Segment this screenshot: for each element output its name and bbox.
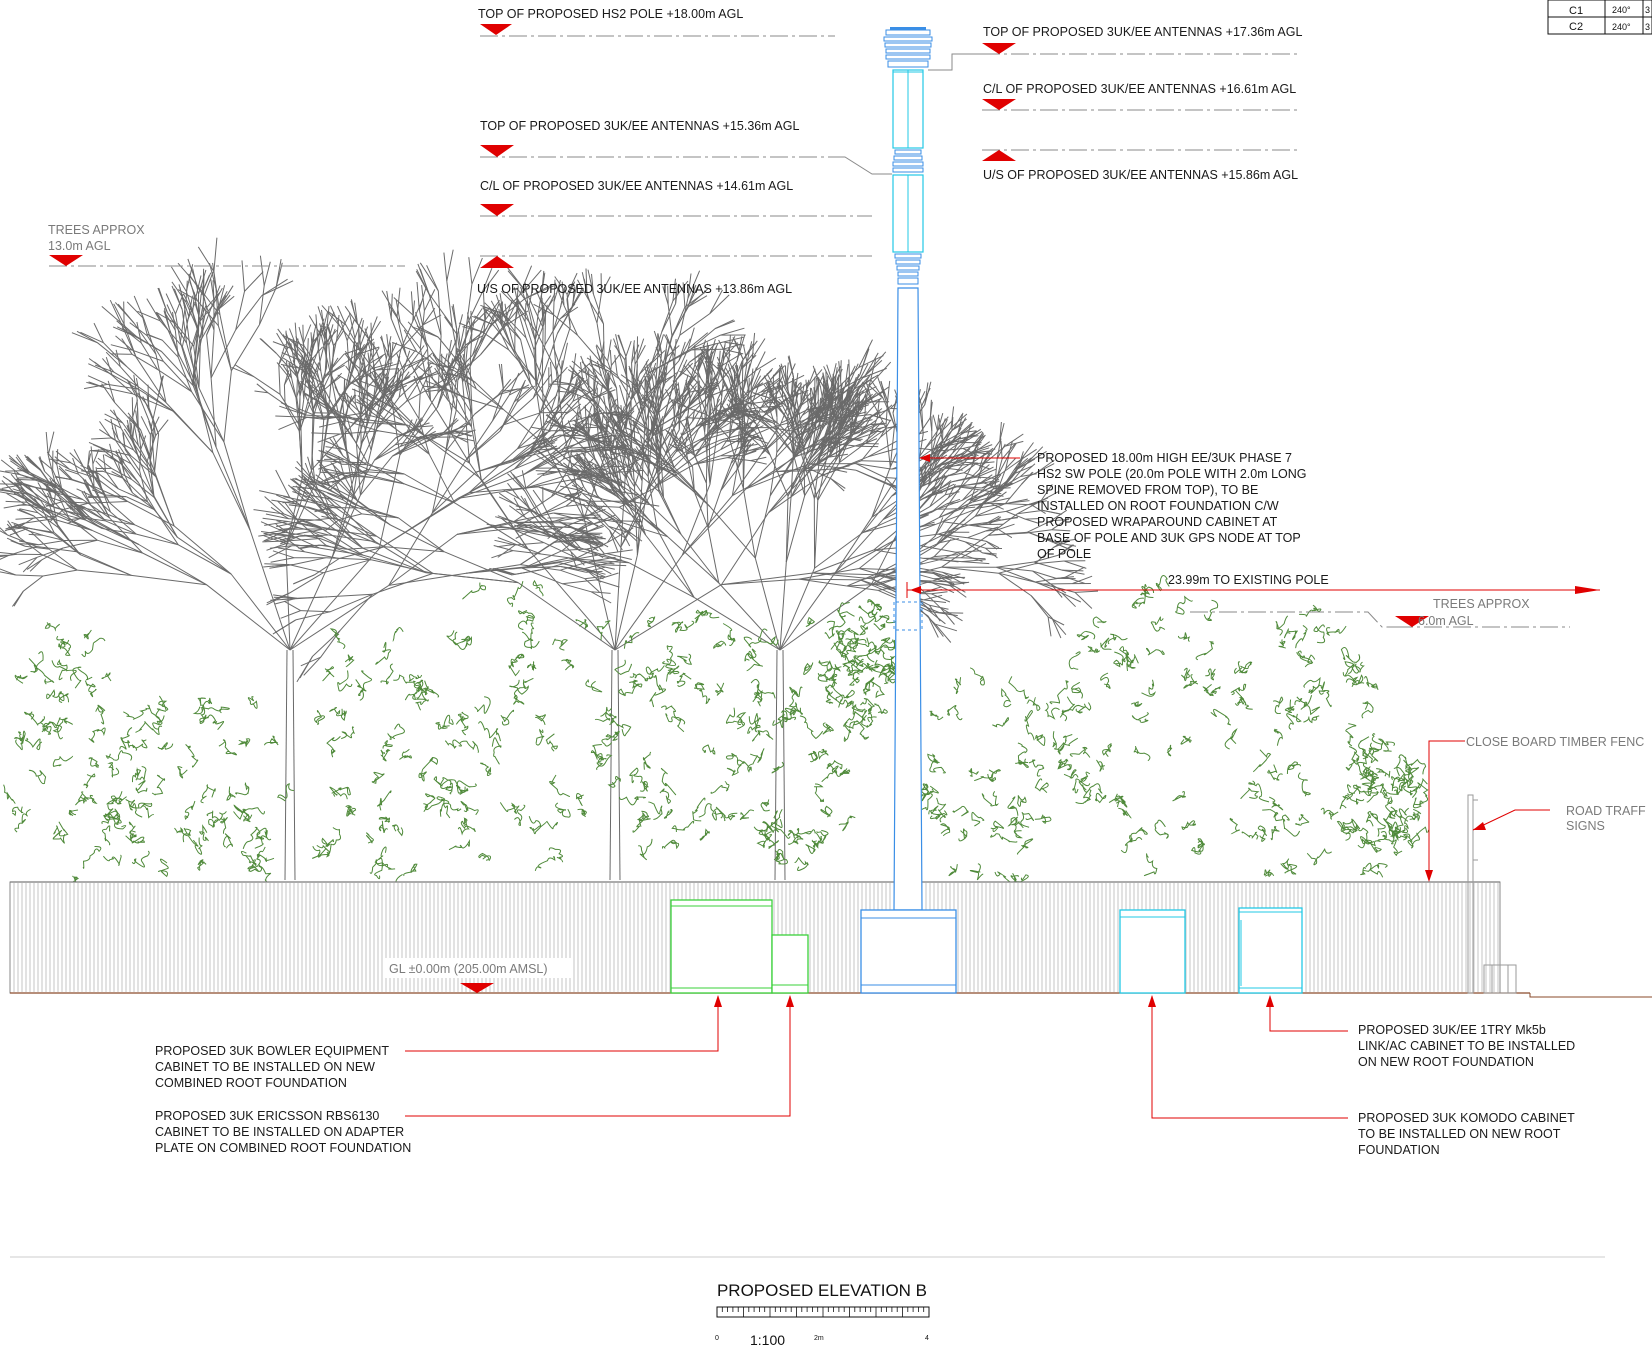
table-row-2-id: C2 (1569, 21, 1583, 33)
bowler-note-line-3: COMBINED ROOT FOUNDATION (155, 1076, 347, 1090)
pole-note-line-3: SPINE REMOVED FROM TOP), TO BE (1037, 483, 1258, 497)
link-ac-cabinet (1238, 907, 1303, 994)
pole-note-line-2: HS2 SW POLE (20.0m POLE WITH 2.0m LONG (1037, 467, 1307, 481)
level-lower-us: U/S OF PROPOSED 3UK/EE ANTENNAS +13.86m … (477, 282, 792, 296)
trees-right-label: TREES APPROX (1433, 597, 1530, 611)
signs-label-1: ROAD TRAFF (1566, 804, 1646, 818)
komodo-cabinet (1119, 909, 1186, 994)
pole-note-line-1: PROPOSED 18.00m HIGH EE/3UK PHASE 7 (1037, 451, 1292, 465)
wraparound-cabinet (860, 909, 957, 994)
link-note-line-2: LINK/AC CABINET TO BE INSTALLED (1358, 1039, 1575, 1053)
ericsson-annotation: PROPOSED 3UK ERICSSON RBS6130 CABINET TO… (155, 1109, 411, 1155)
table-row-1-id: C1 (1569, 5, 1583, 17)
hedge-foliage (3, 575, 1430, 895)
signs-label-2: SIGNS (1566, 819, 1605, 833)
table-row-1-extra: 3 (1645, 5, 1650, 15)
level-lines (49, 24, 1570, 993)
ericsson-cabinet (771, 934, 809, 994)
trees-right-height: 6.0m AGL (1418, 614, 1474, 628)
fence-label: CLOSE BOARD TIMBER FENC (1466, 735, 1644, 749)
ericsson-note-line-2: CABINET TO BE INSTALLED ON ADAPTER (155, 1125, 404, 1139)
bowler-cabinet (670, 899, 773, 994)
komodo-note-line-2: TO BE INSTALLED ON NEW ROOT (1358, 1127, 1561, 1141)
level-upper-top: TOP OF PROPOSED 3UK/EE ANTENNAS +17.36m … (983, 25, 1302, 39)
distance-label: 23.99m TO EXISTING POLE (1168, 573, 1329, 587)
level-upper-us: U/S OF PROPOSED 3UK/EE ANTENNAS +15.86m … (983, 168, 1298, 182)
level-hs2-top: TOP OF PROPOSED HS2 POLE +18.00m AGL (478, 7, 743, 21)
ericsson-note-line-3: PLATE ON COMBINED ROOT FOUNDATION (155, 1141, 411, 1155)
scale-tick-2m: 2m (814, 1335, 824, 1342)
scale-tick-4: 4 (925, 1335, 929, 1342)
komodo-note-line-1: PROPOSED 3UK KOMODO CABINET (1358, 1111, 1575, 1125)
komodo-note-line-3: FOUNDATION (1358, 1143, 1440, 1157)
drawing-title: PROPOSED ELEVATION B (717, 1281, 927, 1300)
trees-left-label: TREES APPROX (48, 223, 145, 237)
level-lower-cl: C/L OF PROPOSED 3UK/EE ANTENNAS +14.61m … (480, 179, 793, 193)
bowler-note-line-2: CABINET TO BE INSTALLED ON NEW (155, 1060, 375, 1074)
pole-note-line-4: INSTALLED ON ROOT FOUNDATION C/W (1037, 499, 1279, 513)
pole-note-line-5: PROPOSED WRAPAROUND CABINET AT (1037, 515, 1278, 529)
ericsson-note-line-1: PROPOSED 3UK ERICSSON RBS6130 (155, 1109, 379, 1123)
road-sign-posts (1467, 794, 1517, 994)
table-row-1-azimuth: 240° (1612, 5, 1631, 15)
sector-table: C1 240° 3 C2 240° 3 (1547, 0, 1652, 35)
bowler-note-line-1: PROPOSED 3UK BOWLER EQUIPMENT (155, 1044, 389, 1058)
scale-ratio: 1:100 (750, 1332, 785, 1348)
annotation-leaders (405, 454, 1600, 1119)
komodo-annotation: PROPOSED 3UK KOMODO CABINET TO BE INSTAL… (1358, 1111, 1575, 1157)
table-row-2-azimuth: 240° (1612, 22, 1631, 32)
pole-note-line-7: OF POLE (1037, 547, 1091, 561)
scale-tick-0: 0 (715, 1335, 719, 1342)
trees-left-height: 13.0m AGL (48, 239, 111, 253)
pole-note-line-6: BASE OF POLE AND 3UK GPS NODE AT TOP (1037, 531, 1301, 545)
bare-trees (0, 237, 1099, 881)
link-note-line-1: PROPOSED 3UK/EE 1TRY Mk5b (1358, 1023, 1546, 1037)
pole-annotation: PROPOSED 18.00m HIGH EE/3UK PHASE 7 HS2 … (1037, 451, 1307, 561)
ground-level-label: GL ±0.00m (205.00m AMSL) (389, 962, 548, 976)
level-upper-cl: C/L OF PROPOSED 3UK/EE ANTENNAS +16.61m … (983, 82, 1296, 96)
table-row-2-extra: 3 (1645, 22, 1650, 32)
bowler-annotation: PROPOSED 3UK BOWLER EQUIPMENT CABINET TO… (155, 1044, 389, 1090)
proposed-pole (860, 27, 957, 994)
scale-bar (716, 1306, 930, 1318)
link-annotation: PROPOSED 3UK/EE 1TRY Mk5b LINK/AC CABINE… (1358, 1023, 1575, 1069)
link-note-line-3: ON NEW ROOT FOUNDATION (1358, 1055, 1534, 1069)
level-lower-top: TOP OF PROPOSED 3UK/EE ANTENNAS +15.36m … (480, 119, 799, 133)
